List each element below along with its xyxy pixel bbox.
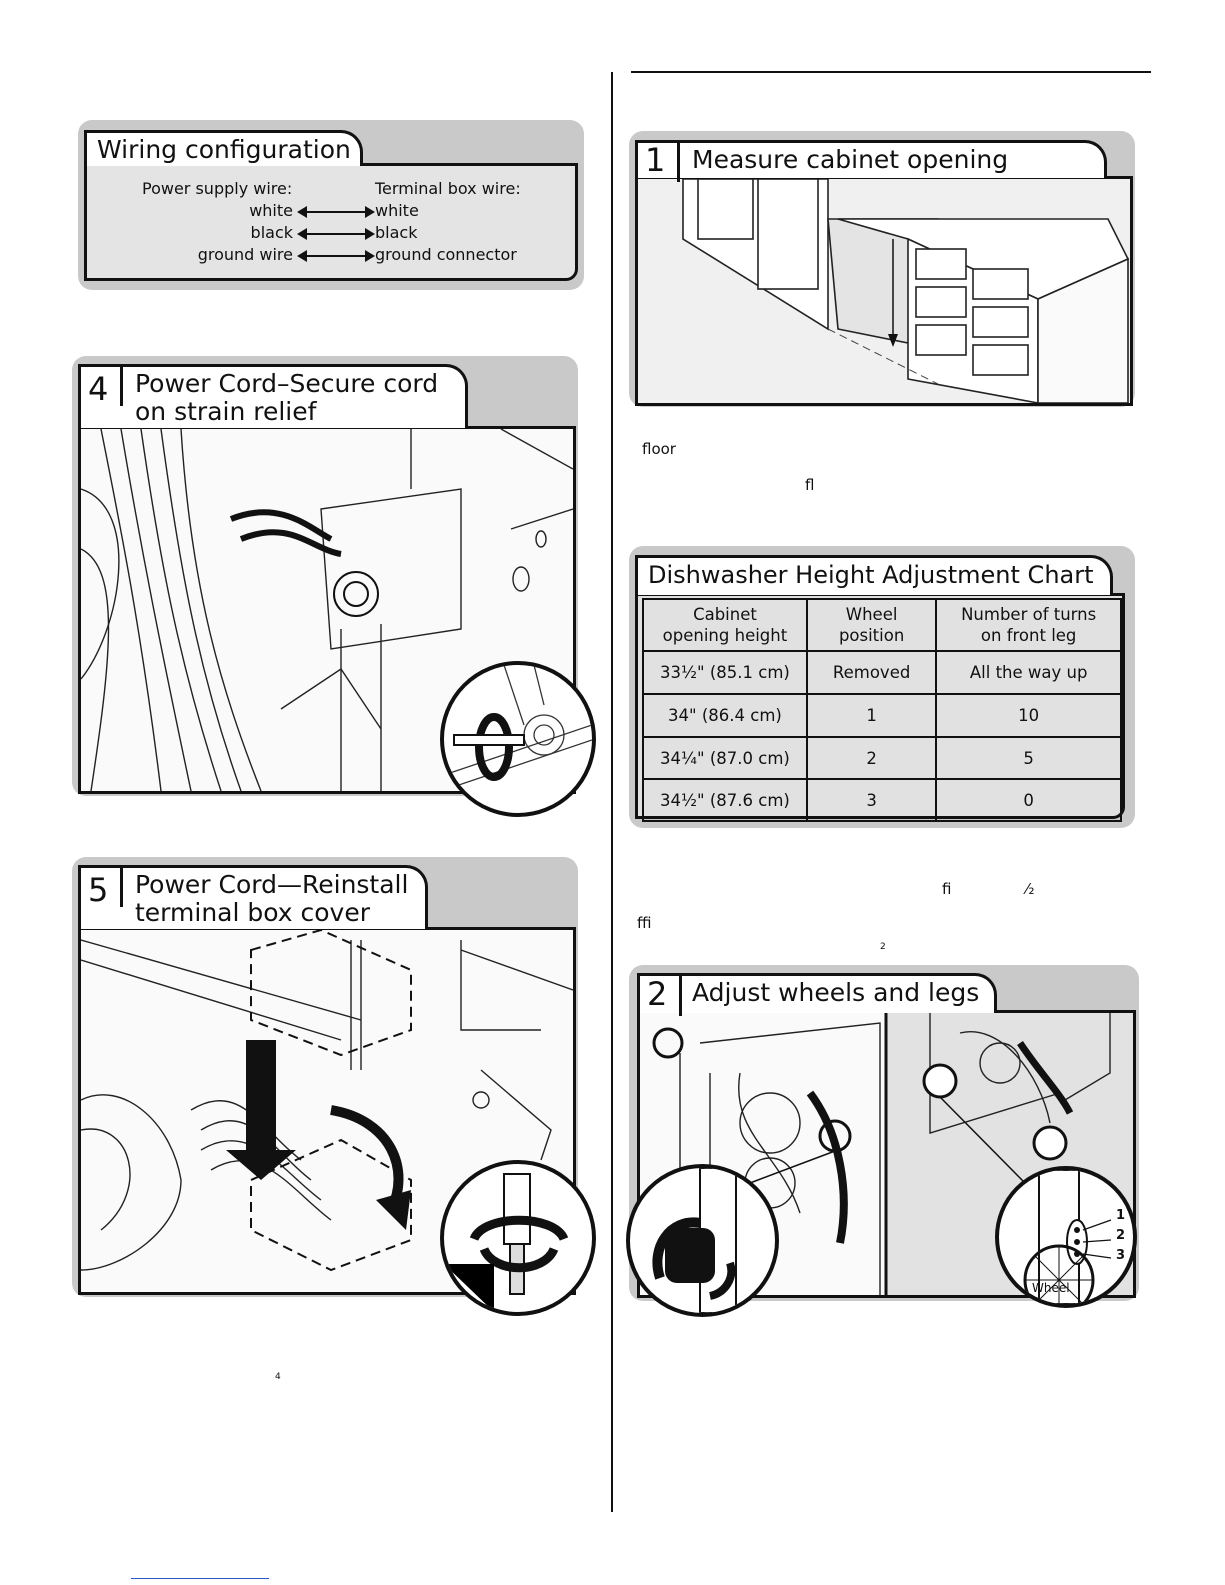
chart-header-turns: Number of turns on front leg: [935, 598, 1122, 652]
double-arrow-icon: [297, 228, 375, 240]
chart-cell: 2: [805, 736, 938, 780]
double-arrow-icon: [297, 250, 375, 262]
step5-title: Power Cord—Reinstall terminal box cover: [78, 865, 428, 929]
wheel-position-callout-3: 3: [1116, 1248, 1126, 1263]
chart-header-opening: Cabinet opening height: [642, 598, 808, 652]
step5-title-line1: Power Cord—Reinstall: [135, 870, 409, 899]
step5-number: 5: [88, 871, 109, 909]
strain-relief-zoom: [440, 661, 596, 817]
chart-cell: 5: [935, 736, 1122, 780]
wire-left-2: black: [250, 223, 293, 242]
column-divider: [611, 72, 613, 1512]
chart-cell: 10: [935, 693, 1122, 738]
step4-title-line1: Power Cord–Secure cord: [135, 369, 439, 398]
text-fragment-ffi: ffi: [637, 914, 652, 932]
step4-title-line2: on strain relief: [135, 397, 317, 426]
wiring-title: Wiring configuration: [84, 130, 363, 166]
wire-right-3: ground connector: [375, 245, 517, 264]
step4-number: 4: [88, 370, 109, 408]
chart-cell: 34½" (87.6 cm): [642, 778, 808, 822]
step2-number: 2: [647, 975, 668, 1013]
step1-number: 1: [645, 141, 666, 179]
wiring-table: Power supply wire: Terminal box wire: wh…: [84, 163, 578, 281]
wire-left-3: ground wire: [197, 245, 293, 264]
text-fragment-fi: fi: [942, 880, 952, 898]
wheel-label: Wheel: [1032, 1281, 1070, 1295]
power-supply-header: Power supply wire:: [142, 179, 293, 198]
chart-cell: 33½" (85.1 cm): [642, 650, 808, 695]
terminal-cover-illustration: [78, 927, 576, 1295]
text-fragment-floor: floor: [642, 440, 676, 458]
step1-title: Measure cabinet opening: [635, 140, 1107, 178]
chart-cell: Removed: [805, 650, 938, 695]
text-fragment-fl: fl: [805, 476, 815, 494]
wheel-position-callout-2: 2: [1116, 1228, 1126, 1243]
text-fragment-sup2: 2: [880, 942, 886, 952]
double-arrow-icon: [297, 206, 375, 218]
chart-header-wheel: Wheel position: [805, 598, 938, 652]
top-rule: [631, 71, 1151, 73]
step4-title: Power Cord–Secure cord on strain relief: [78, 364, 468, 428]
chart-cell: 0: [935, 778, 1122, 822]
wheel-position-callout-1: 1: [1116, 1208, 1126, 1223]
cabinet-illustration: [635, 176, 1133, 406]
wheel-zoom: [995, 1166, 1137, 1308]
chart-cell: 34¼" (87.0 cm): [642, 736, 808, 780]
chart-cell: 1: [805, 693, 938, 738]
chart-cell: 3: [805, 778, 938, 822]
wire-right-1: white: [375, 201, 419, 220]
screwdriver-zoom: [440, 1160, 596, 1316]
text-fragment-half: ⁄₂: [1026, 880, 1035, 898]
height-chart-table: Cabinet opening height Wheel position Nu…: [642, 598, 1122, 822]
text-fragment-sup4: 4: [275, 1372, 281, 1382]
chart-cell: 34" (86.4 cm): [642, 693, 808, 738]
step5-title-line2: terminal box cover: [135, 898, 371, 927]
wire-left-1: white: [249, 201, 293, 220]
wire-right-2: black: [375, 223, 418, 242]
leg-zoom: [626, 1164, 779, 1317]
footer-link-underline[interactable]: [131, 1578, 269, 1579]
terminal-box-header: Terminal box wire:: [375, 179, 521, 198]
chart-title: Dishwasher Height Adjustment Chart: [635, 555, 1113, 595]
height-chart: Cabinet opening height Wheel position Nu…: [635, 593, 1125, 822]
chart-cell: All the way up: [935, 650, 1122, 695]
step2-title: Adjust wheels and legs: [637, 973, 997, 1013]
